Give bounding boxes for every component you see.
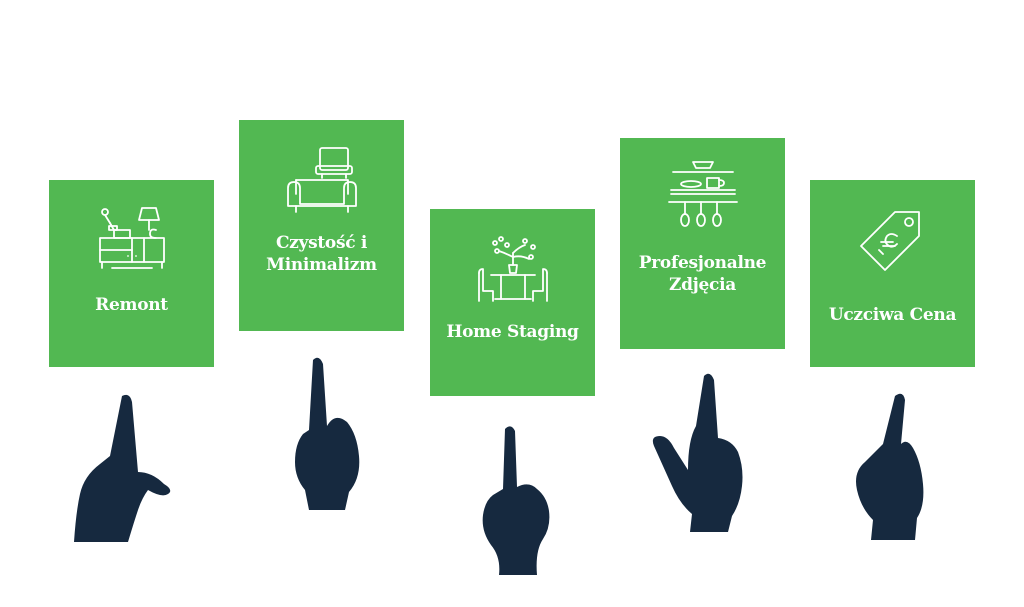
card-label: Czystość i Minimalizm <box>266 233 377 275</box>
furniture-icon <box>92 204 172 280</box>
kitchen-shelf-icon <box>663 160 743 238</box>
hand-pointing-icon <box>482 426 550 575</box>
hand-pointing-icon <box>74 394 171 542</box>
card-label: Home Staging <box>446 322 579 342</box>
dining-table-icon <box>473 235 553 311</box>
card-label: Uczciwa Cena <box>828 305 957 325</box>
hand-pointing-icon <box>652 373 743 532</box>
card-home-staging[interactable]: Home Staging <box>430 209 595 396</box>
card-uczciwa-cena[interactable]: Uczciwa Cena <box>810 180 975 367</box>
card-profesjonalne-zdjecia[interactable]: Profesjonalne Zdjęcia <box>620 138 785 349</box>
sofa-armchair-icon <box>282 144 362 222</box>
hand-pointing-icon <box>856 393 924 540</box>
hand-pointing-icon <box>295 357 360 510</box>
card-label: Remont <box>95 295 168 315</box>
card-czystosc-minimalizm[interactable]: Czystość i Minimalizm <box>239 120 404 331</box>
price-tag-icon <box>853 202 933 282</box>
card-label: Profesjonalne Zdjęcia <box>638 253 767 295</box>
card-remont[interactable]: Remont <box>49 180 214 367</box>
